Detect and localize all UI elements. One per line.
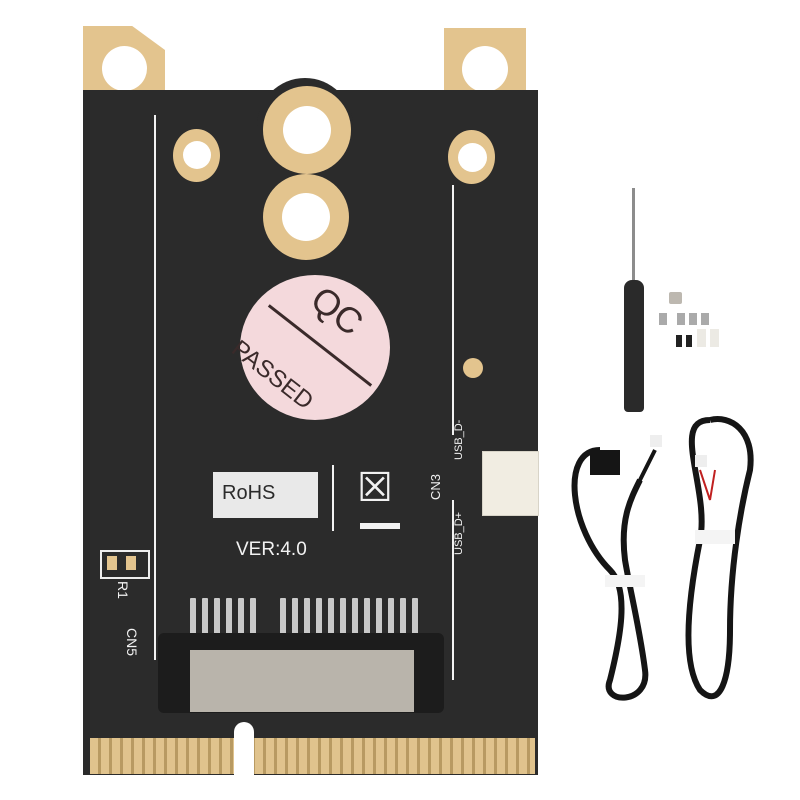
screwdriver-handle: [624, 280, 644, 412]
cn3-label: CN3: [428, 473, 443, 500]
screw-icon: [701, 313, 709, 325]
cable-tie: [695, 530, 735, 544]
cable-4pin-header: [590, 450, 620, 475]
usb-d-plus-label: USB_D+: [453, 511, 465, 555]
weee-bin-icon: ☒: [357, 466, 393, 510]
cable-tie: [605, 575, 645, 587]
r1-pad-right: [126, 556, 136, 570]
cn5-label: CN5: [124, 628, 140, 657]
via-pad: [463, 358, 483, 378]
version-text: VER:4.0: [236, 539, 307, 560]
screw-icon: [659, 313, 667, 325]
r1-label: R1: [114, 581, 131, 599]
screw-icon: [676, 335, 682, 347]
cables: [571, 416, 754, 701]
screw-icon: [689, 313, 697, 325]
screwdriver-shaft: [632, 188, 635, 283]
screw-icon: [686, 335, 692, 347]
edge-connector: [90, 738, 535, 774]
usb-d-minus-label: USB_D-: [453, 419, 465, 460]
left-mount-hole: [102, 46, 147, 91]
cn3-connector: [482, 451, 539, 516]
right-mount-hole: [462, 46, 508, 92]
rohs-divider: [332, 465, 334, 531]
nylon-screw-icon: [710, 329, 719, 347]
qc-passed-sticker: [240, 275, 390, 420]
nylon-screw-icon: [697, 329, 706, 347]
weee-bar: [360, 523, 400, 529]
silk-line-left: [154, 115, 156, 660]
standoff-icon: [669, 292, 682, 304]
screw-icon: [677, 313, 685, 325]
small-hole-right: [458, 143, 487, 172]
mount-hole-lower: [282, 193, 330, 241]
rohs-label-box: [213, 472, 318, 518]
silk-line-right: [452, 185, 454, 435]
small-hole-left: [183, 141, 211, 169]
cn5-pins: [185, 598, 425, 643]
r1-pad-left: [107, 556, 117, 570]
cn5-metal-shield: [190, 650, 414, 712]
mount-hole-upper: [283, 106, 331, 154]
silk-line-right-lower: [452, 500, 454, 680]
r1-outline: [100, 550, 150, 579]
rohs-text: RoHS: [222, 482, 276, 504]
edge-key-notch: [234, 722, 254, 782]
